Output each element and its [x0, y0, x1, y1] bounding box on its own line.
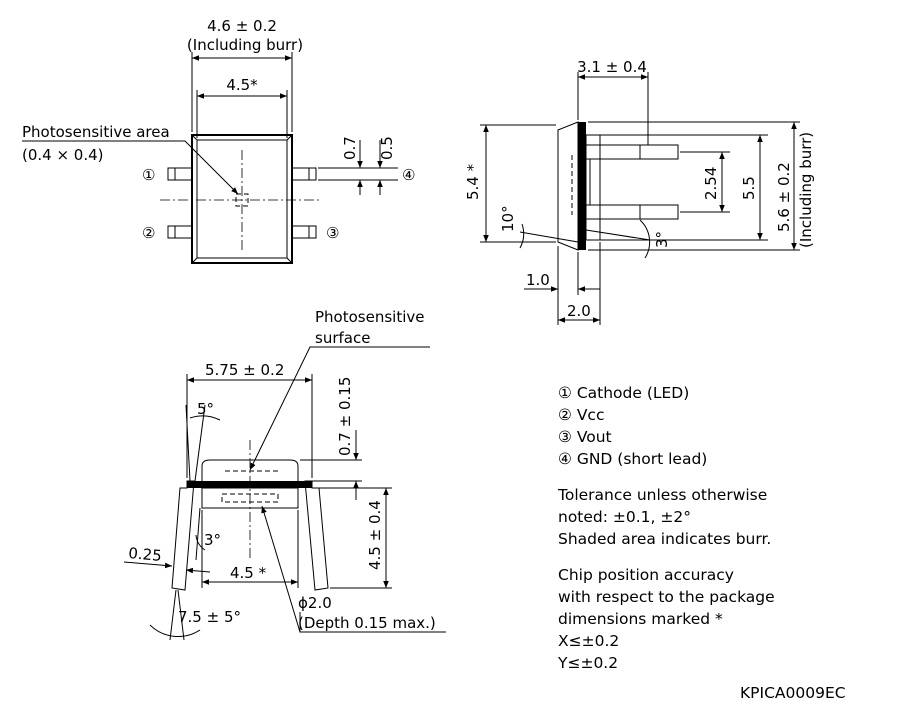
- accuracy-note-4: X≤±0.2: [558, 632, 620, 650]
- side-offset-1: 1.0: [526, 271, 550, 289]
- front-hole-depth: (Depth 0.15 max.): [298, 614, 436, 632]
- side-angle-10: 10°: [499, 205, 517, 232]
- accuracy-note-5: Y≤±0.2: [558, 654, 619, 672]
- tolerance-note-1: Tolerance unless otherwise: [558, 486, 768, 504]
- photosensitive-area-size: (0.4 × 0.4): [22, 146, 104, 164]
- side-burr: [578, 122, 586, 250]
- front-width: 5.75 ± 0.2: [205, 361, 284, 379]
- front-top-height: 0.7 ± 0.15: [336, 377, 354, 456]
- front-view: Photosensitive surface 5.75 ± 0.2 5° 0.7…: [123, 308, 446, 641]
- top-width-inner: 4.5*: [226, 76, 258, 94]
- side-height-total-note: (Including burr): [797, 132, 815, 248]
- tolerance-note-2: noted: ±0.1, ±2°: [558, 508, 691, 526]
- side-depth: 3.1 ± 0.4: [577, 58, 647, 76]
- top-width-total: 4.6 ± 0.2: [207, 17, 277, 35]
- pin4-label: ④: [402, 166, 415, 184]
- front-burr-band: [187, 481, 312, 488]
- side-angle-3: 3°: [653, 231, 671, 248]
- side-lead-lower: [585, 204, 679, 220]
- side-view: 3.1 ± 0.4 5.4 * 10° 2.54 5.5 5.6 ± 0.2 (…: [464, 58, 815, 325]
- front-angle-3: 3°: [204, 531, 221, 549]
- accuracy-note-1: Chip position accuracy: [558, 566, 734, 584]
- pin-note-1: ① Cathode (LED): [558, 384, 690, 402]
- lead-pin4: [291, 167, 317, 181]
- top-lead-pitch: 0.5: [378, 136, 396, 160]
- front-height: 4.5 ± 0.4: [366, 500, 384, 570]
- tolerance-note-3: Shaded area indicates burr.: [558, 530, 772, 548]
- side-lead-spacing: 2.54: [702, 167, 720, 200]
- surface-label-2: surface: [315, 329, 370, 347]
- pin2-label: ②: [142, 224, 155, 242]
- side-body: [557, 121, 579, 251]
- photosensitive-area-label: Photosensitive area: [22, 123, 170, 141]
- side-height-chip: 5.4 *: [464, 163, 482, 200]
- top-view: 4.6 ± 0.2 (Including burr) 4.5* Photosen…: [22, 17, 415, 264]
- drawing-code: KPICA0009EC: [740, 684, 846, 702]
- top-package-inner: [196, 139, 288, 259]
- lead-pin2: [167, 225, 193, 239]
- front-width-inner: 4.5 *: [230, 564, 267, 582]
- pin-note-2: ② Vcc: [558, 406, 605, 424]
- front-lead-right: [304, 480, 329, 591]
- pin1-label: ①: [142, 166, 155, 184]
- lead-pin1: [167, 167, 193, 181]
- photosensitive-area-square: [235, 193, 249, 207]
- front-lead-left: [171, 480, 195, 591]
- top-lead-width: 0.7: [341, 136, 359, 160]
- pin-note-3: ③ Vout: [558, 428, 612, 446]
- notes-block: ① Cathode (LED) ② Vcc ③ Vout ④ GND (shor…: [558, 382, 878, 674]
- side-offset-2: 2.0: [567, 302, 591, 320]
- top-width-total-note: (Including burr): [187, 36, 303, 54]
- accuracy-note-3: dimensions marked *: [558, 610, 723, 628]
- front-hole-diameter: ϕ2.0: [298, 594, 332, 612]
- front-angle-5: 5°: [197, 400, 214, 418]
- side-lead-upper: [585, 144, 679, 160]
- top-package-outer: [191, 134, 293, 264]
- pin-note-4: ④ GND (short lead): [558, 450, 708, 468]
- side-height-total: 5.6 ± 0.2: [775, 162, 793, 232]
- side-height-body: 5.5: [740, 176, 758, 200]
- front-lead-thickness: 0.25: [128, 544, 163, 565]
- accuracy-note-2: with respect to the package: [558, 588, 775, 606]
- pin3-label: ③: [326, 224, 339, 242]
- surface-label-1: Photosensitive: [315, 308, 424, 326]
- lead-pin3: [291, 225, 317, 239]
- front-lead-angle: 7.5 ± 5°: [178, 608, 241, 626]
